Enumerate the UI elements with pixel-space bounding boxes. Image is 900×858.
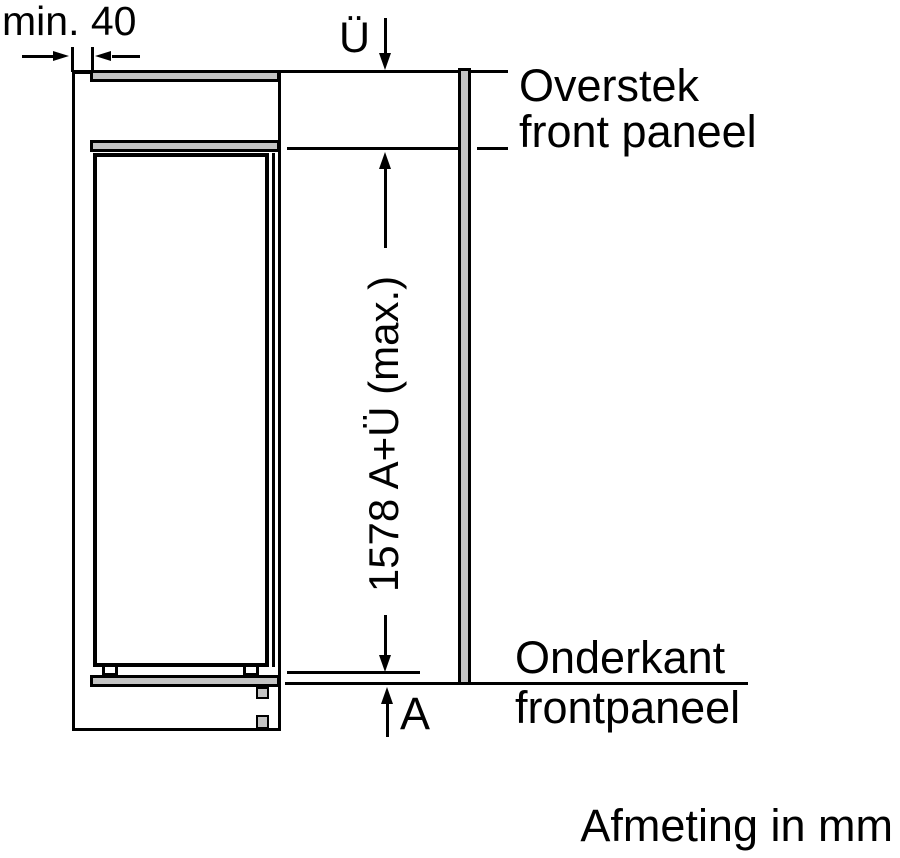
cabinet-top-trim: [90, 70, 280, 82]
panel-top-reference-line-left: [287, 147, 458, 150]
arrow-up-icon: [381, 687, 393, 704]
height-dimension-shaft-top: [384, 168, 387, 248]
bottom-dimension-shaft: [386, 703, 389, 737]
niche-bottom-reference-line: [287, 671, 420, 674]
arrow-left-icon: [95, 51, 111, 61]
overstek-line1: Overstek: [519, 60, 700, 111]
dimension-tick-left: [71, 47, 74, 72]
overhang-arrow-shaft: [384, 18, 387, 54]
arrow-down-icon: [379, 655, 391, 672]
appliance-foot-left: [102, 664, 118, 676]
arrow-right-shaft: [112, 55, 140, 58]
onderkant-line2: frontpaneel: [515, 682, 741, 733]
plinth-rail: [90, 675, 280, 687]
front-panel-bar: [458, 68, 471, 685]
overstek-annotation: Overstek front paneel: [519, 63, 757, 155]
arrow-right-icon: [53, 51, 69, 61]
panel-bottom-reference-line: [285, 682, 748, 685]
appliance-foot-right: [243, 664, 259, 676]
min-gap-label: min. 40: [2, 0, 137, 44]
door-gap-line: [272, 153, 275, 667]
dimension-tick-right: [91, 47, 94, 72]
units-note: Afmeting in mm: [580, 800, 893, 851]
cabinet-upper-trim: [90, 140, 280, 152]
arrow-left-shaft: [22, 55, 54, 58]
panel-top-reference-line-right: [477, 147, 508, 150]
arrow-up-icon: [379, 152, 391, 169]
overstek-line2: front paneel: [519, 106, 757, 157]
mount-block-lower: [256, 715, 269, 729]
onderkant-annotation: Onderkant frontpaneel: [515, 633, 740, 733]
height-dimension-shaft-bottom: [384, 615, 387, 657]
onderkant-line1: Onderkant: [515, 632, 726, 683]
bottom-dimension-label: A: [400, 688, 431, 739]
mount-block-upper: [256, 687, 269, 699]
arrow-down-icon: [379, 53, 391, 70]
height-dimension-label: 1578 A+Ü (max.): [360, 275, 407, 593]
appliance-body: [93, 153, 269, 667]
top-reference-line: [72, 70, 508, 73]
overhang-label: Ü: [339, 14, 371, 62]
